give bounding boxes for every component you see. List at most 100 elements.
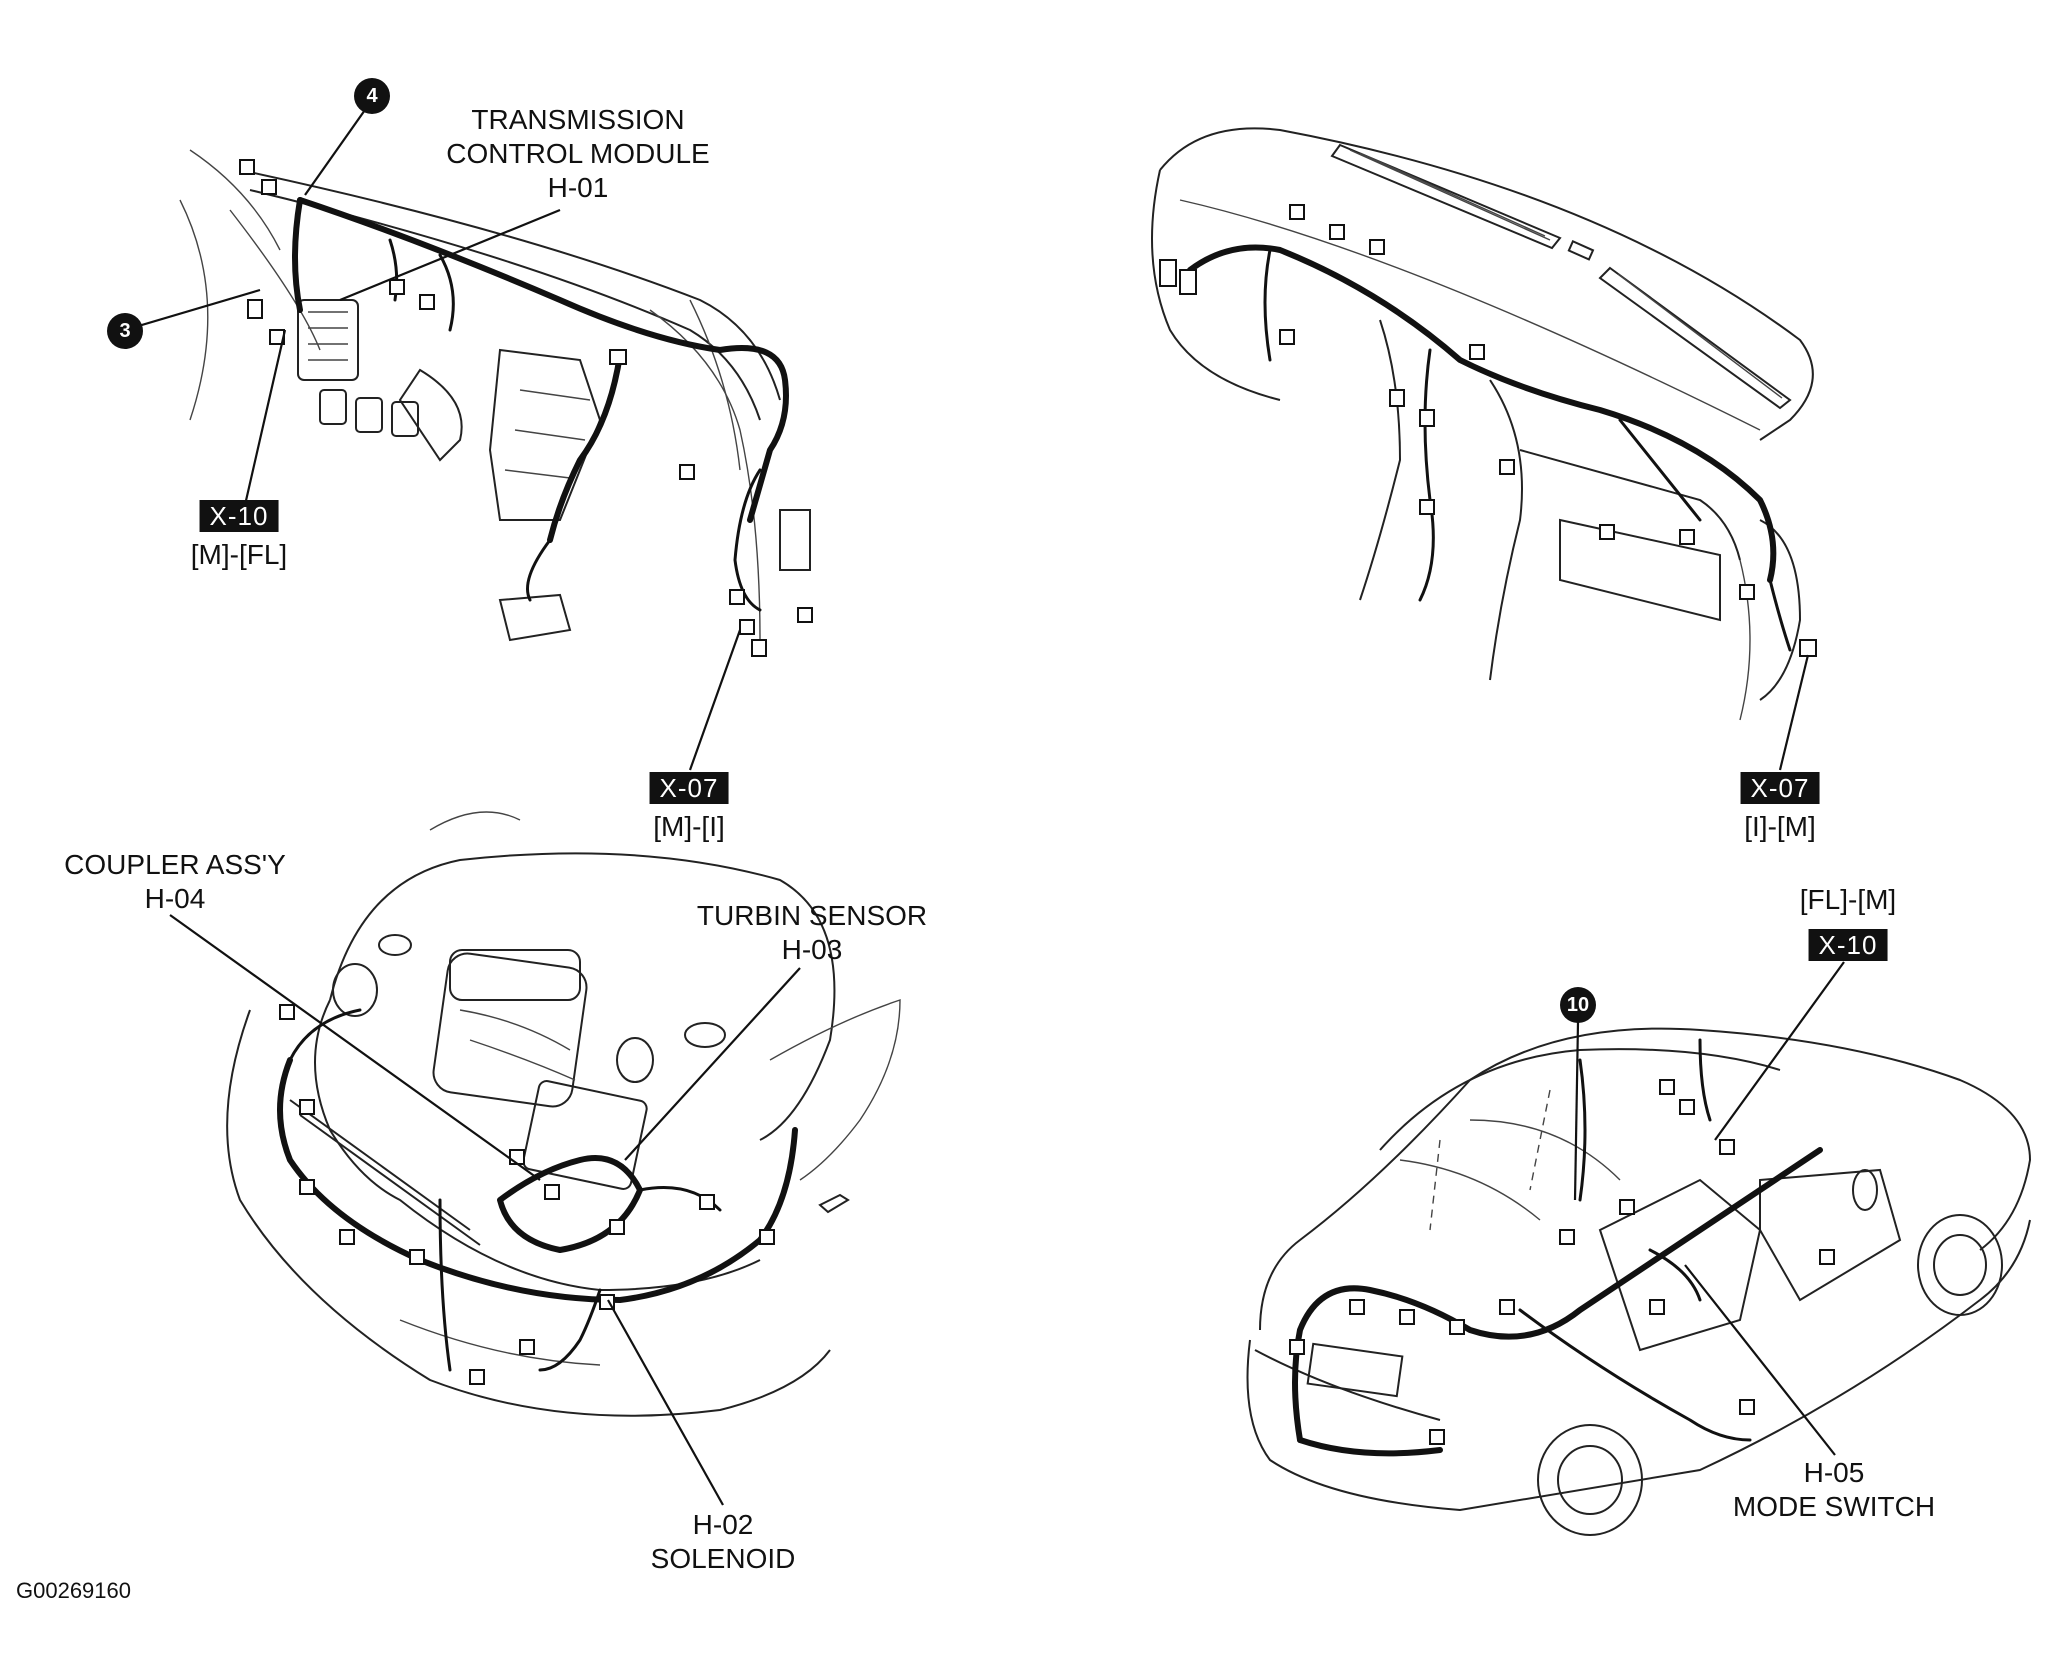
front-wheel — [1917, 1214, 2003, 1316]
connector — [797, 607, 813, 623]
dash-outline-left — [1151, 169, 1281, 401]
connector — [1499, 459, 1515, 475]
leader-badge-4 — [304, 99, 373, 196]
turbin-sensor-label: TURBIN SENSOR H-03 — [697, 899, 927, 967]
front-door — [1759, 1168, 1902, 1302]
leader-badge-3 — [124, 288, 261, 332]
connector — [1739, 1399, 1755, 1415]
tcm-module — [297, 299, 359, 381]
tag-x10-right-caption: [FL]-[M] — [1799, 884, 1897, 915]
solenoid-label: H-02 SOLENOID — [651, 1508, 796, 1576]
connector — [1429, 1429, 1445, 1445]
main-harness-right — [1187, 244, 1777, 583]
connector — [1649, 1299, 1665, 1315]
tcm-label-line-3: H-01 — [547, 172, 609, 203]
connector — [1159, 259, 1177, 287]
connector — [1469, 344, 1485, 360]
coupler-label-line-2: H-04 — [144, 883, 206, 914]
harness-right-drop — [1768, 578, 1792, 652]
dash-outline-top — [1159, 127, 1814, 441]
car-lower-outline — [1246, 1219, 2031, 1512]
defrost-vent-left — [1330, 143, 1562, 250]
lower-box — [498, 593, 572, 642]
callout-badge-3: 3 — [107, 313, 143, 349]
leader-badge-10 — [1573, 1021, 1580, 1201]
mode-switch-label: H-05 MODE SWITCH — [1733, 1456, 1935, 1524]
leader-turbin — [624, 967, 801, 1161]
dashboard-right-view — [1151, 127, 1817, 771]
dash-inner-line — [1179, 199, 1761, 431]
dash-top-edge — [239, 169, 781, 401]
connector — [1399, 1309, 1415, 1325]
center-stack-left — [1359, 319, 1402, 601]
connector — [1179, 269, 1197, 295]
side-mirror — [1852, 1169, 1878, 1211]
strut-mount-left — [378, 934, 412, 956]
connector — [1419, 499, 1435, 515]
console-ribs — [504, 389, 591, 479]
leader-coupler — [169, 914, 541, 1181]
engine-bay-view — [169, 811, 901, 1506]
callout-badge-4: 4 — [354, 78, 390, 114]
coupler-label: COUPLER ASS'Y H-04 — [64, 848, 286, 916]
right-kick-panel — [1759, 519, 1802, 701]
connector — [299, 1099, 315, 1115]
car-roof-outline — [1259, 1027, 2032, 1331]
rear-door — [1598, 1178, 1762, 1352]
solenoid-label-line-1: H-02 — [692, 1509, 754, 1540]
harness-right-wire — [733, 468, 762, 612]
rear-window-lines — [1399, 1119, 1621, 1221]
harness-center-drop — [547, 352, 623, 543]
connector — [1739, 584, 1755, 600]
engine-harness-front — [438, 1198, 452, 1372]
strut-mount-right — [684, 1022, 726, 1048]
leader-tcm — [339, 208, 561, 302]
rear-wheel-hub — [1557, 1445, 1623, 1515]
turbin-label-line-2: H-03 — [781, 934, 843, 965]
fascia-crease — [399, 1319, 601, 1366]
pedal-3 — [391, 401, 419, 437]
body-harness-floor — [1518, 1308, 1752, 1442]
connector — [759, 1229, 775, 1245]
connector — [279, 1004, 295, 1020]
engine-harness-loop — [497, 1155, 643, 1253]
trunk-edge — [1254, 1349, 1441, 1421]
connector — [519, 1339, 535, 1355]
fluid-cap — [616, 1037, 654, 1083]
mode-switch-label-line-1: H-05 — [1803, 1457, 1865, 1488]
vent-center-sensor — [1567, 240, 1595, 261]
connector — [1289, 1339, 1305, 1355]
engine-harness-left — [288, 1008, 362, 1062]
body-harness-roof — [1578, 1058, 1587, 1202]
connector — [239, 159, 255, 175]
tag-x07-left-caption: [M]-[I] — [653, 811, 725, 842]
a-pillar-line — [189, 149, 281, 251]
tag-x07-right-caption: [I]-[M] — [1744, 811, 1816, 842]
glovebox-top — [1519, 449, 1741, 561]
tag-x10-left: X-10 — [199, 500, 279, 532]
tcm-label-line-2: CONTROL MODULE — [446, 138, 710, 169]
harness-glovebox-wire — [1618, 418, 1702, 522]
connector — [1369, 239, 1385, 255]
defrost-vent-right — [1598, 266, 1792, 410]
connector — [1389, 389, 1405, 407]
connector — [729, 589, 745, 605]
connector — [389, 279, 405, 295]
pedal-1 — [319, 389, 347, 425]
connector — [1329, 224, 1345, 240]
reservoir — [332, 963, 378, 1017]
rear-window-top — [1379, 1048, 1781, 1151]
dashboard-left-view — [124, 99, 813, 771]
front-wheel-hub — [1933, 1234, 1987, 1296]
vent-slats-right — [1617, 273, 1783, 399]
body-harness-main — [1292, 1147, 1823, 1443]
tcm-label-line-1: TRANSMISSION — [471, 104, 685, 135]
callout-badge-10: 10 — [1560, 987, 1596, 1023]
solenoid-label-line-2: SOLENOID — [650, 1543, 796, 1574]
connector — [1499, 1299, 1515, 1315]
connector — [261, 179, 277, 195]
connector — [609, 1219, 625, 1235]
right-panel-inner — [689, 299, 741, 471]
tcm-pins — [308, 311, 348, 361]
